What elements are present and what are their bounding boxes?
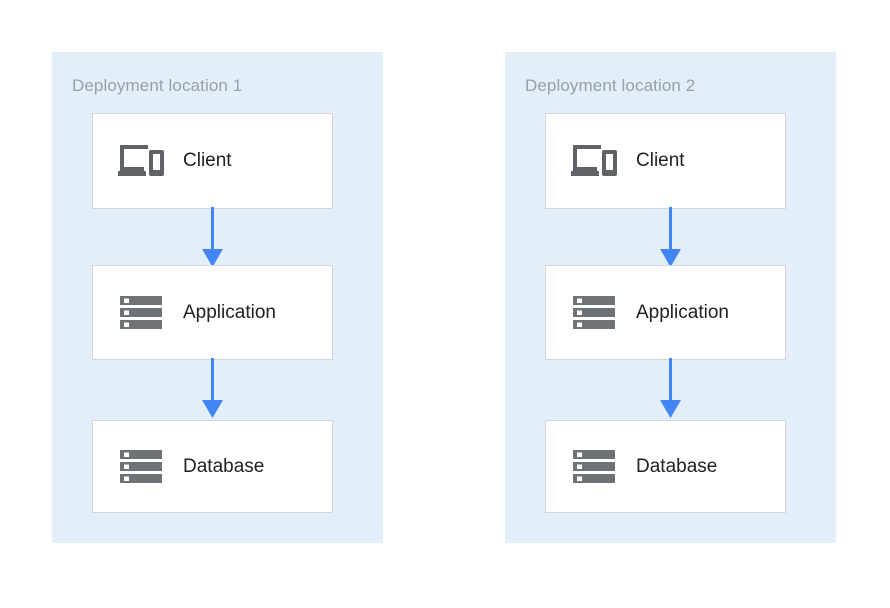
zone-1-node-application[interactable]: Application [92, 265, 333, 360]
zone-2-node-database-label: Database [636, 455, 718, 477]
zone-1-node-database[interactable]: Database [92, 420, 333, 513]
client-device-icon [113, 141, 169, 181]
server-stack-icon [113, 446, 169, 488]
zone-2-node-client[interactable]: Client [545, 113, 786, 209]
zone-1-node-client-label: Client [183, 150, 232, 171]
zone-1-arrow-client-to-application [52, 207, 383, 267]
zone-2-node-application-label: Application [636, 301, 729, 323]
server-stack-icon [566, 292, 622, 334]
zone-2-node-database[interactable]: Database [545, 420, 786, 513]
server-stack-icon [113, 292, 169, 334]
server-stack-icon [566, 446, 622, 488]
zone-1-title: Deployment location 1 [72, 76, 243, 95]
zone-2-arrow-application-to-database [505, 358, 836, 418]
zone-1-node-application-label: Application [183, 301, 276, 323]
client-device-icon [566, 141, 622, 181]
zone-2-node-application[interactable]: Application [545, 265, 786, 360]
zone-1-node-client[interactable]: Client [92, 113, 333, 209]
zone-2-arrow-client-to-application [505, 207, 836, 267]
deployment-zone-2: Deployment location 2 Client [505, 52, 836, 543]
zone-1-arrow-application-to-database [52, 358, 383, 418]
zone-1-node-database-label: Database [183, 455, 265, 477]
deployment-zone-1: Deployment location 1 Client [52, 52, 383, 543]
zone-2-node-client-label: Client [636, 150, 685, 171]
zone-2-title: Deployment location 2 [525, 76, 696, 95]
